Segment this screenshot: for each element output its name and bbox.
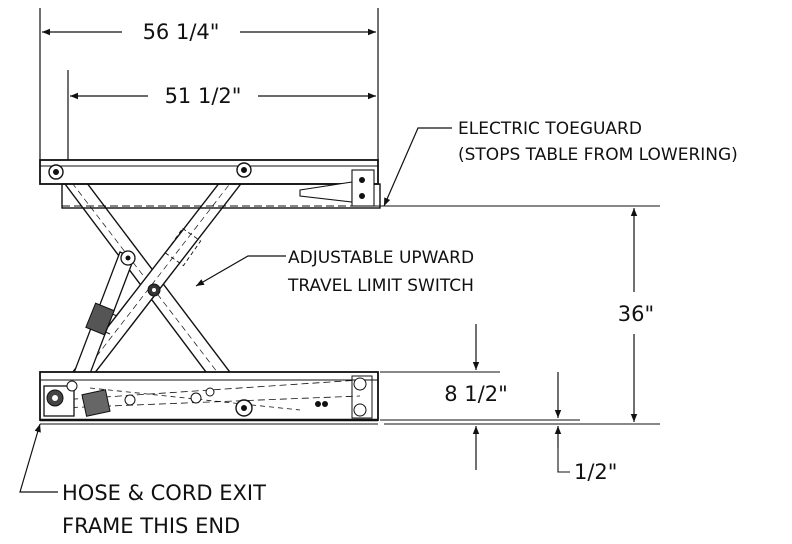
platform-width-label: 51 1/2"	[165, 84, 242, 108]
raised-height-label: 36"	[618, 302, 654, 326]
hose-exit-callout: HOSE & CORD EXIT FRAME THIS END	[62, 481, 266, 538]
platform-width-dimension: 51 1/2"	[67, 70, 376, 165]
limit-switch-leader	[195, 255, 286, 287]
raised-height-dimension: 36"	[380, 205, 660, 425]
toeguard-leader	[383, 127, 452, 207]
base-frame	[39, 371, 379, 425]
lowered-height-dimension: 8 1/2"	[380, 324, 508, 470]
lowered-height-label: 8 1/2"	[444, 382, 508, 406]
hose-exit-leader	[19, 423, 58, 493]
toeguard-line-1: ELECTRIC TOEGUARD	[458, 119, 642, 139]
limit-switch-callout: ADJUSTABLE UPWARD TRAVEL LIMIT SWITCH	[287, 248, 474, 296]
top-platform	[39, 159, 381, 209]
overall-width-dimension: 56 1/4"	[39, 8, 379, 162]
limit-switch-line-1: ADJUSTABLE UPWARD	[288, 248, 474, 268]
hose-exit-line-1: HOSE & CORD EXIT	[62, 481, 266, 505]
overall-width-label: 56 1/4"	[143, 20, 220, 44]
base-clearance-label: 1/2"	[574, 460, 617, 484]
limit-switch-line-2: TRAVEL LIMIT SWITCH	[287, 276, 474, 296]
toeguard-line-2: (STOPS TABLE FROM LOWERING)	[458, 145, 738, 165]
base-clearance-dimension: 1/2"	[380, 372, 617, 484]
hose-exit-line-2: FRAME THIS END	[62, 514, 240, 538]
toeguard-callout: ELECTRIC TOEGUARD (STOPS TABLE FROM LOWE…	[458, 119, 738, 165]
